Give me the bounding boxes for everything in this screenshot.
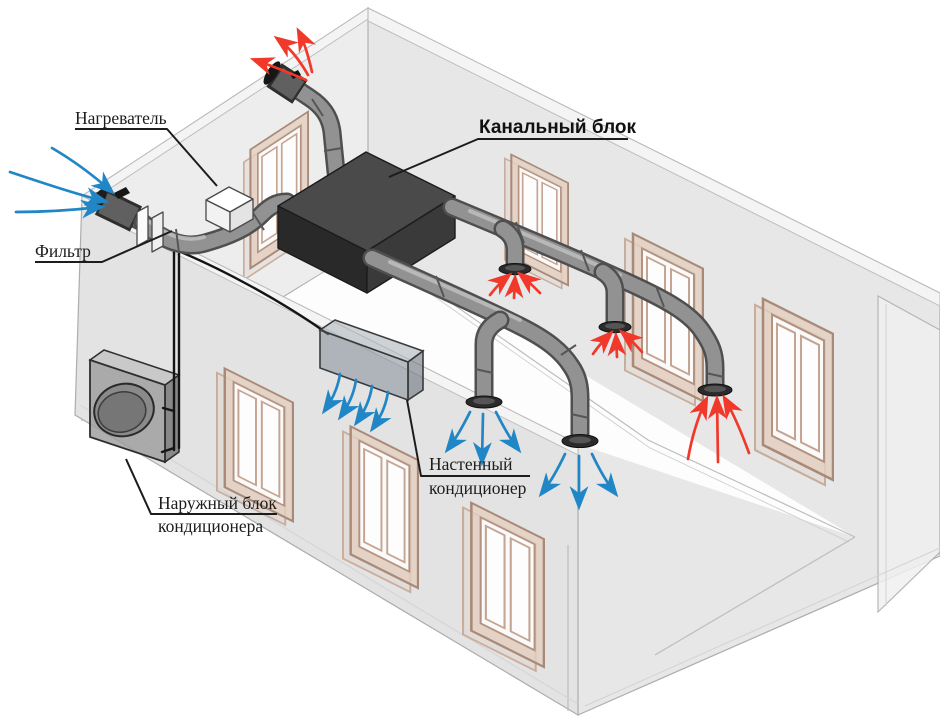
supply-duct-run: [362, 248, 599, 448]
leader-filter: [35, 230, 173, 263]
exhaust-intake-arrows: [487, 271, 751, 464]
fresh-air-intake: [90, 186, 297, 255]
label-wall-conditioner-line1: Настенный: [429, 454, 512, 474]
outdoor-unit: [88, 349, 181, 464]
floor-edge: [367, 244, 856, 538]
label-duct-unit: Канальный блок: [479, 117, 637, 138]
leader-wall-conditioner: [406, 399, 530, 477]
leader-heater: [75, 128, 218, 187]
conditioner-air-arrows: [321, 372, 392, 433]
exhaust-out-arrows: [249, 27, 316, 82]
leader-outdoor-unit: [125, 458, 277, 515]
label-outdoor-unit-line2: кондиционера: [158, 516, 263, 536]
building: [74, 6, 940, 717]
exhaust-stack: [263, 61, 346, 182]
floor-edge-inner: [373, 253, 850, 543]
label-wall-conditioner-line2: кондиционер: [429, 478, 527, 498]
intake-air-arrows: [8, 146, 116, 219]
leader-duct-unit: [388, 138, 628, 178]
labels: Нагреватель Фильтр Канальный блок Настен…: [35, 108, 637, 536]
label-filter: Фильтр: [35, 241, 91, 261]
refrigerant-line: [160, 248, 330, 454]
exhaust-duct-run: [442, 197, 733, 397]
filter-unit: [136, 205, 164, 253]
label-outdoor-unit-line1: Наружный блок: [158, 493, 277, 513]
supply-air-arrows: [444, 410, 619, 511]
floor-front-edge: [654, 536, 856, 656]
right-bottom-inner-edge: [584, 547, 940, 707]
wall-conditioner: [318, 319, 425, 402]
clamp: [114, 187, 130, 199]
heater-unit: [205, 186, 254, 233]
label-heater: Нагреватель: [75, 108, 167, 128]
wall-right-end: [877, 294, 940, 614]
